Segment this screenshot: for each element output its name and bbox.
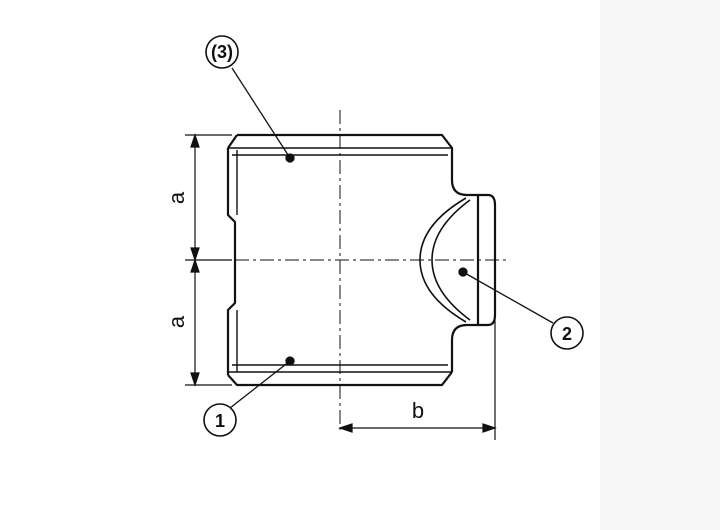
dimension-a-upper-label: a (164, 191, 189, 204)
dimension-b (338, 320, 497, 440)
callout-2-label: 2 (562, 324, 572, 344)
callout-leaders (229, 67, 554, 409)
scan-edge-band (600, 0, 720, 530)
center-lines (185, 110, 510, 430)
callout-bubble-1: 1 (203, 403, 237, 437)
callout-bubble-3: (3) (205, 35, 239, 69)
dimension-b-label: b (412, 398, 424, 423)
tee-body (226, 133, 497, 387)
dimension-a-lower-label: a (164, 315, 189, 328)
callout-1-label: 1 (215, 411, 225, 431)
dimension-a (185, 133, 232, 387)
callout-bubble-2: 2 (550, 316, 584, 350)
callout-3-label: (3) (211, 42, 233, 62)
